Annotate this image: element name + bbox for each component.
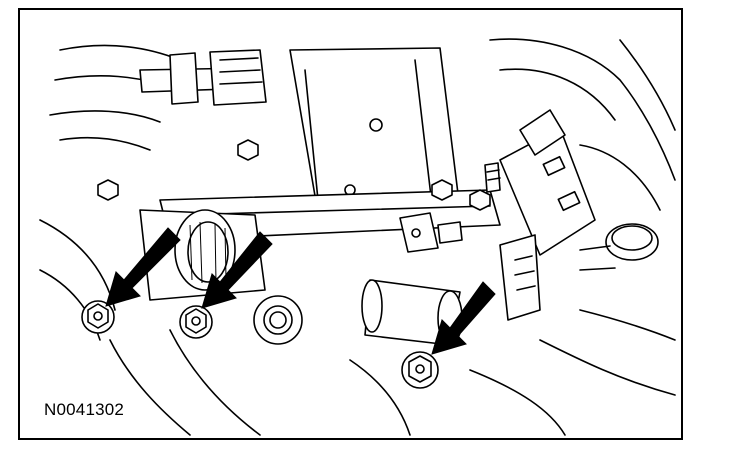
sensor-tab [399, 212, 463, 253]
bolt-left [81, 300, 115, 334]
illustration-frame: N0041302 [18, 8, 683, 440]
arrow-down-left-icon [431, 281, 496, 355]
arrow-down-left-icon [201, 231, 273, 309]
bolt-center [179, 305, 213, 339]
figure-id-label: N0041302 [42, 400, 127, 420]
electrical-connector [499, 109, 596, 321]
upper-hex-bolts [97, 139, 501, 211]
arrow-down-left-icon [105, 227, 181, 307]
engine-component-illustration [39, 38, 676, 436]
right-cap [579, 223, 659, 271]
round-boss [253, 295, 303, 345]
upper-hose [139, 49, 267, 106]
bolt-right [401, 351, 439, 389]
background-housing [39, 38, 676, 436]
